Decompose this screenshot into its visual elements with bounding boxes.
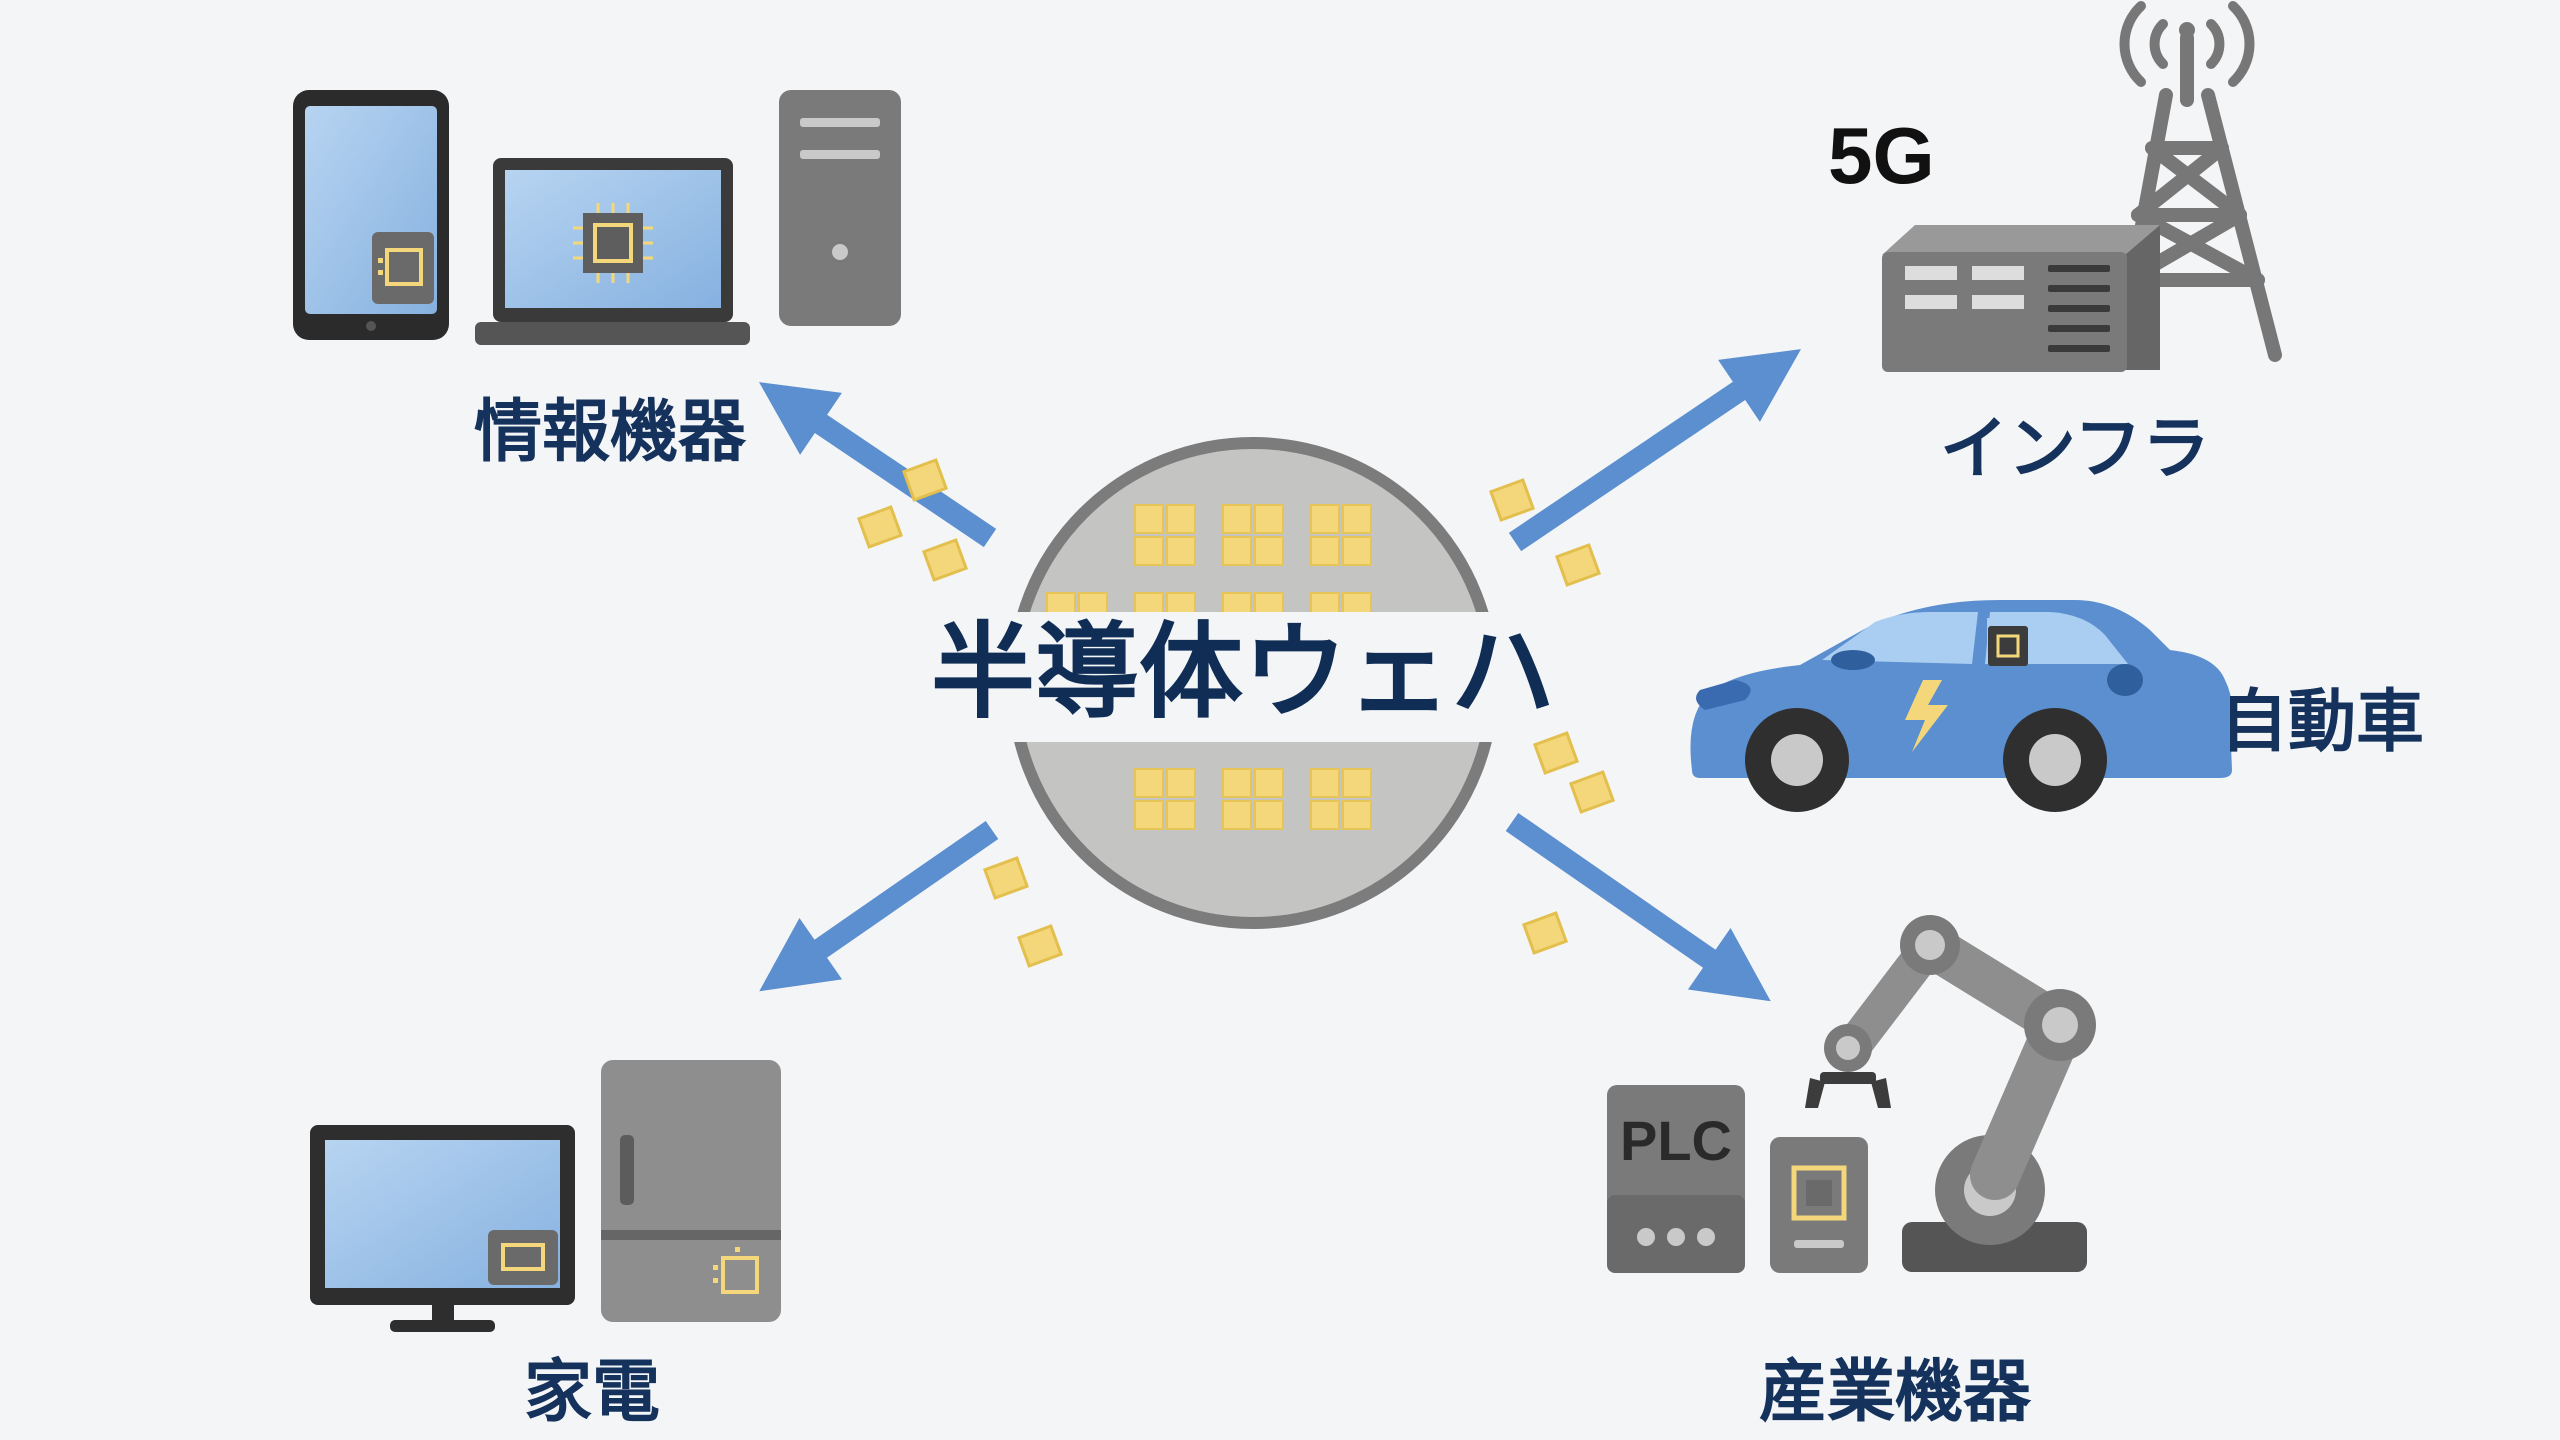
industrial-group: PLC 産業機器 [1607, 915, 2096, 1432]
laptop-icon [475, 158, 750, 345]
refrigerator-icon [601, 1060, 781, 1322]
wafer-die [1310, 768, 1372, 830]
wafer-die [1134, 768, 1196, 830]
center-label-backdrop [852, 612, 1500, 742]
label-5g: 5G [1828, 111, 1935, 200]
chip-icon [1521, 911, 1569, 955]
chip-icon [1016, 924, 1064, 968]
controller-chip-box-icon [1770, 1137, 1868, 1273]
svg-text:PLC: PLC [1620, 1109, 1732, 1172]
chip-icon [901, 458, 949, 502]
arrow-to-infrastructure [1508, 349, 1802, 552]
infrastructure-group: 5G [1828, 1, 2282, 489]
label-info-devices: 情報機器 [474, 393, 747, 472]
robot-arm-icon [1805, 915, 2096, 1272]
chip-icon [856, 505, 904, 549]
wafer-die [1222, 768, 1284, 830]
tablet-icon [293, 90, 449, 340]
arrows [759, 349, 1802, 1002]
desktop-tower-icon [779, 90, 901, 326]
chip-icon [1568, 770, 1616, 814]
label-home-appliances: 家電 [524, 1353, 660, 1432]
plc-controller-icon: PLC [1607, 1085, 1745, 1273]
electric-car-icon [1690, 600, 2232, 812]
flying-chips [856, 458, 1616, 968]
chip-icon [1554, 543, 1602, 587]
chip-icon [921, 538, 969, 582]
arrow-to-home-appliances [759, 820, 999, 992]
chip-icon [1532, 731, 1580, 775]
info-devices-group: 情報機器 [293, 90, 901, 472]
label-infrastructure: インフラ [1940, 410, 2210, 489]
wafer-die [1134, 504, 1196, 566]
home-appliances-group: 家電 [310, 1060, 781, 1432]
wafer-die [1310, 504, 1372, 566]
wafer-die [1222, 504, 1284, 566]
center-label: 半導体ウェハ [931, 611, 1555, 733]
chip-icon [982, 856, 1030, 900]
chip-icon [1488, 478, 1536, 522]
base-station-icon [1882, 225, 2160, 372]
monitor-icon [310, 1125, 575, 1332]
arrow-to-industrial [1505, 812, 1771, 1002]
label-industrial: 産業機器 [1759, 1353, 2032, 1432]
semiconductor-wafer: 半導体ウェハ [852, 437, 1555, 929]
arrow-to-info-devices [759, 382, 997, 548]
label-automobile: 自動車 [2220, 683, 2424, 762]
